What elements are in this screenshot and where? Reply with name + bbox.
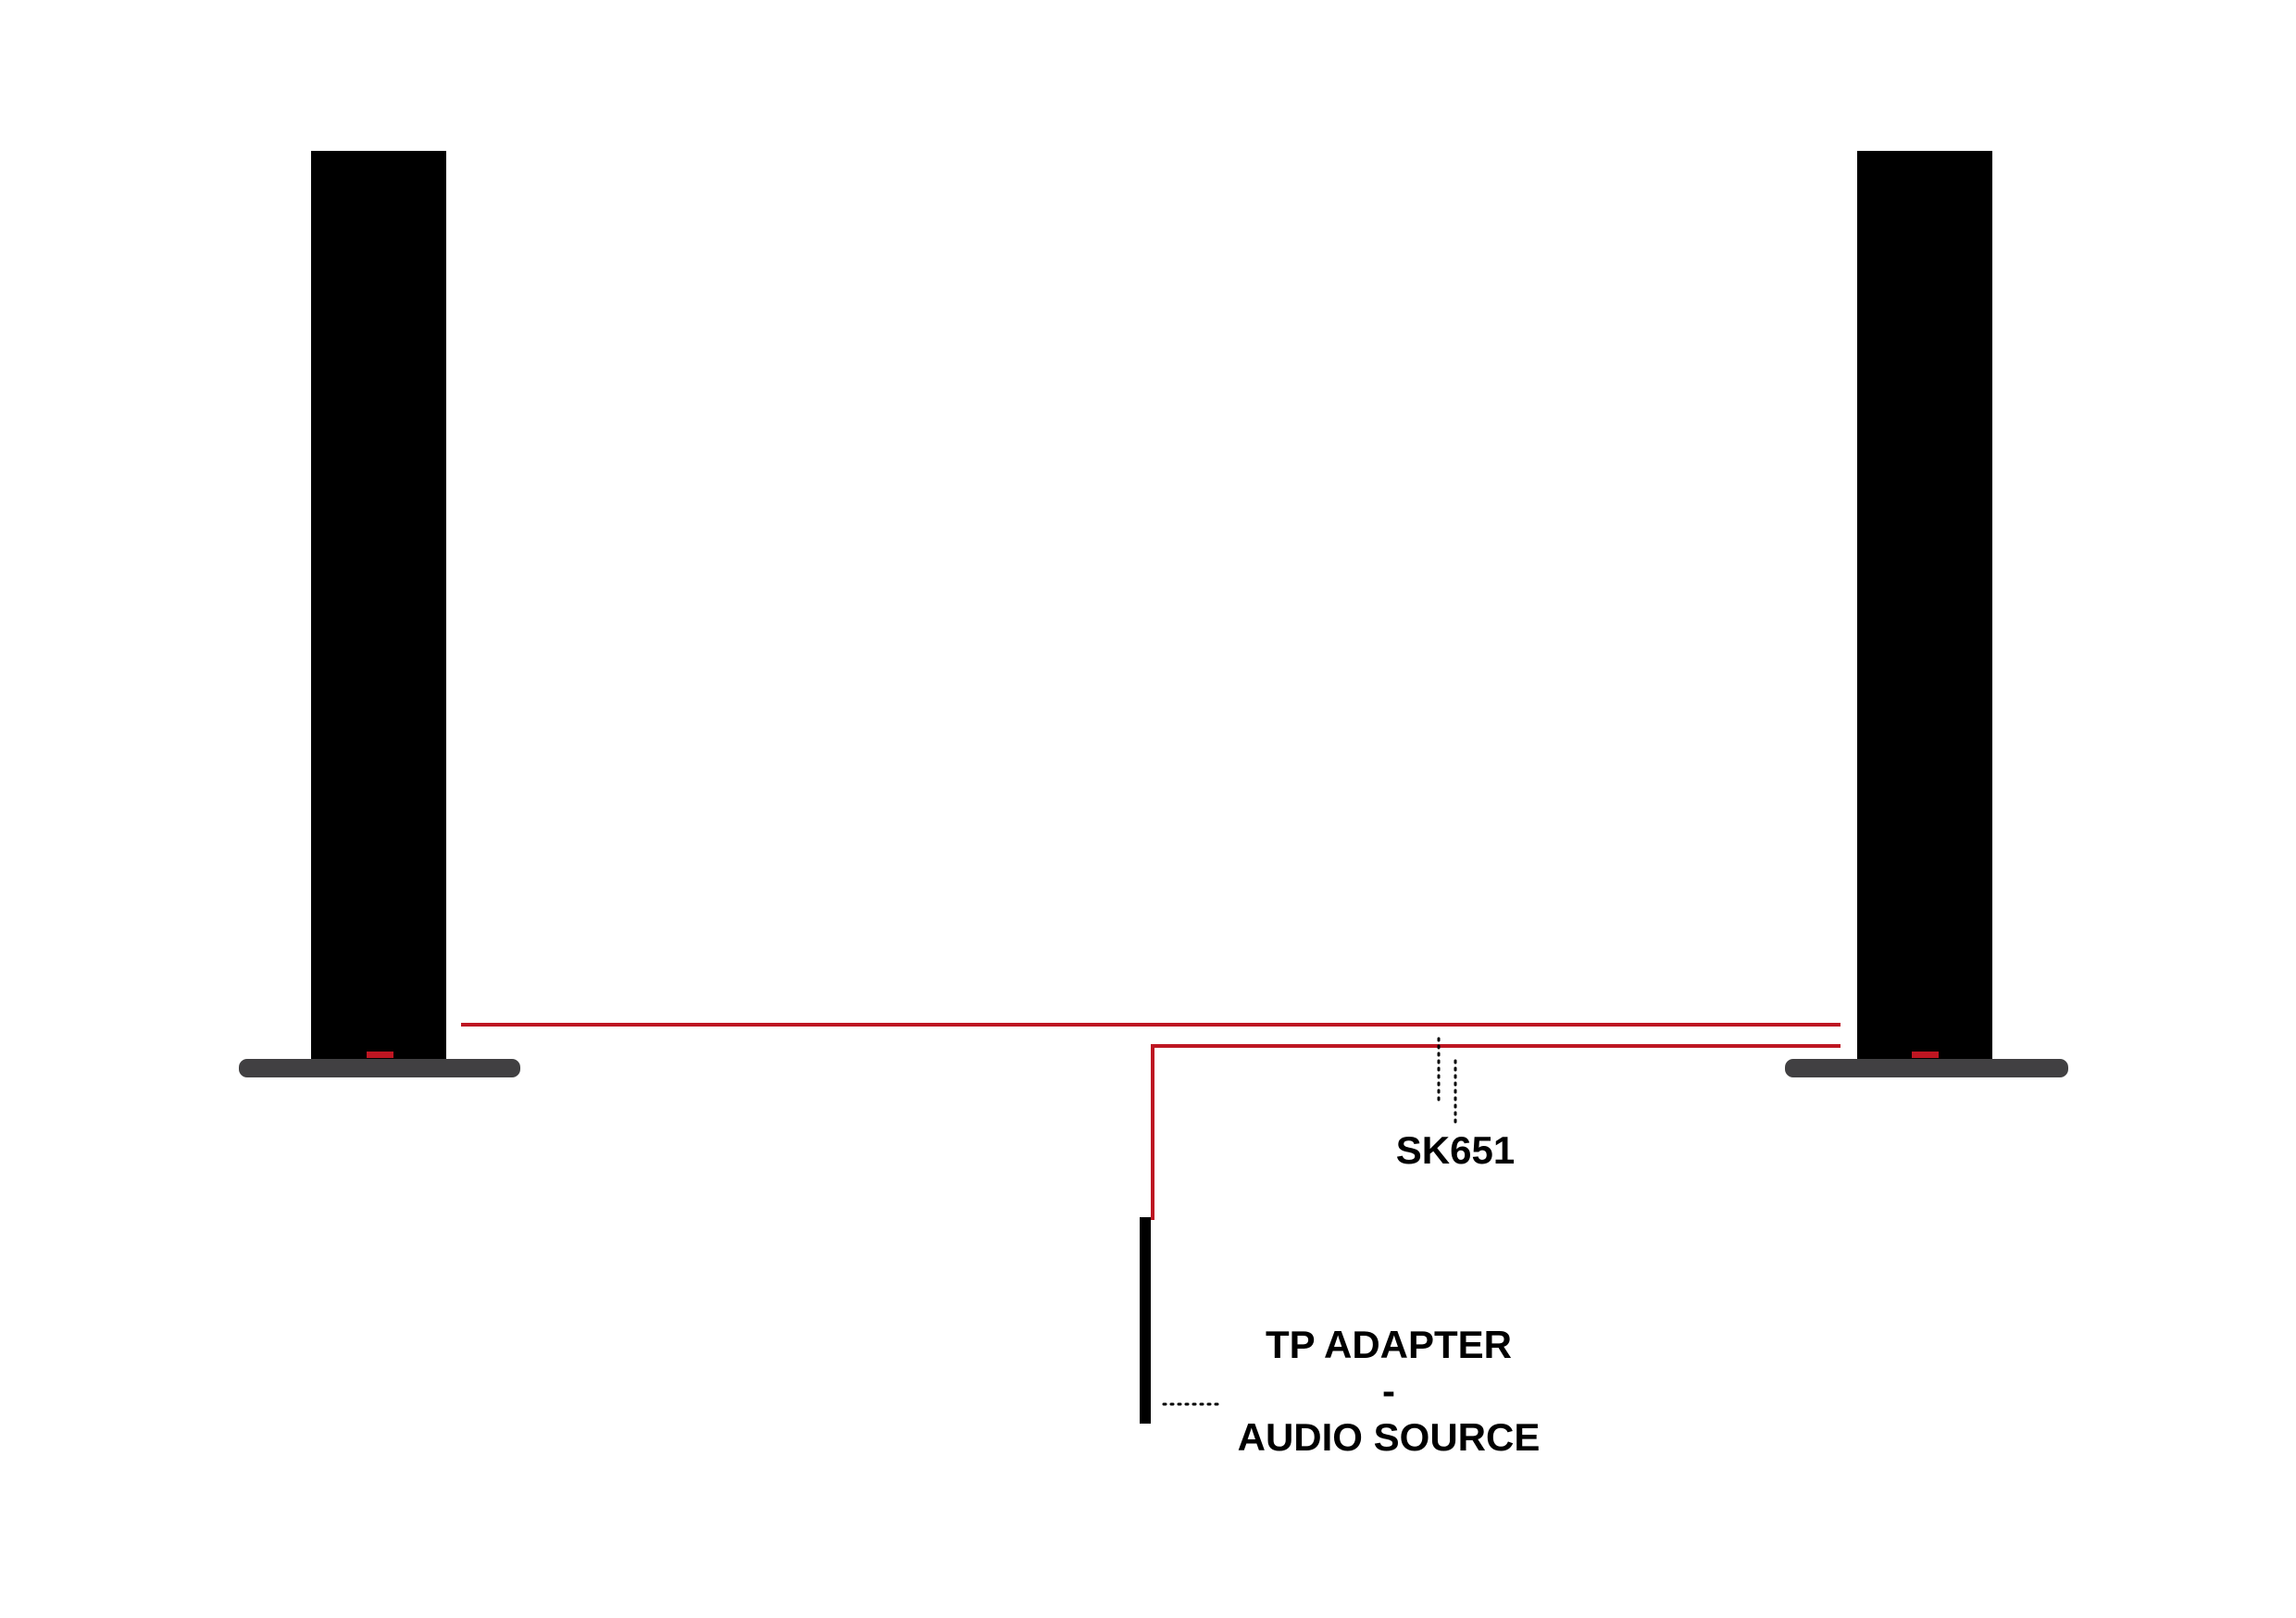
adapter-label-line1: TP ADAPTER [1266, 1323, 1512, 1366]
source-cable [1151, 1044, 1841, 1220]
cable-label: SK651 [1396, 1128, 1515, 1172]
adapter-label-line2: AUDIO SOURCE [1238, 1415, 1541, 1459]
right-speaker-base [1785, 1059, 2068, 1077]
right-speaker-body [1857, 151, 1992, 1059]
tp-adapter [1140, 1217, 1151, 1424]
left-speaker-connector [367, 1052, 393, 1058]
left-speaker [239, 151, 520, 1077]
left-speaker-body [311, 151, 446, 1059]
left-speaker-base [239, 1059, 520, 1077]
right-speaker-connector [1912, 1052, 1939, 1058]
right-speaker [1785, 151, 2068, 1077]
adapter-label-separator: - [1382, 1369, 1395, 1413]
